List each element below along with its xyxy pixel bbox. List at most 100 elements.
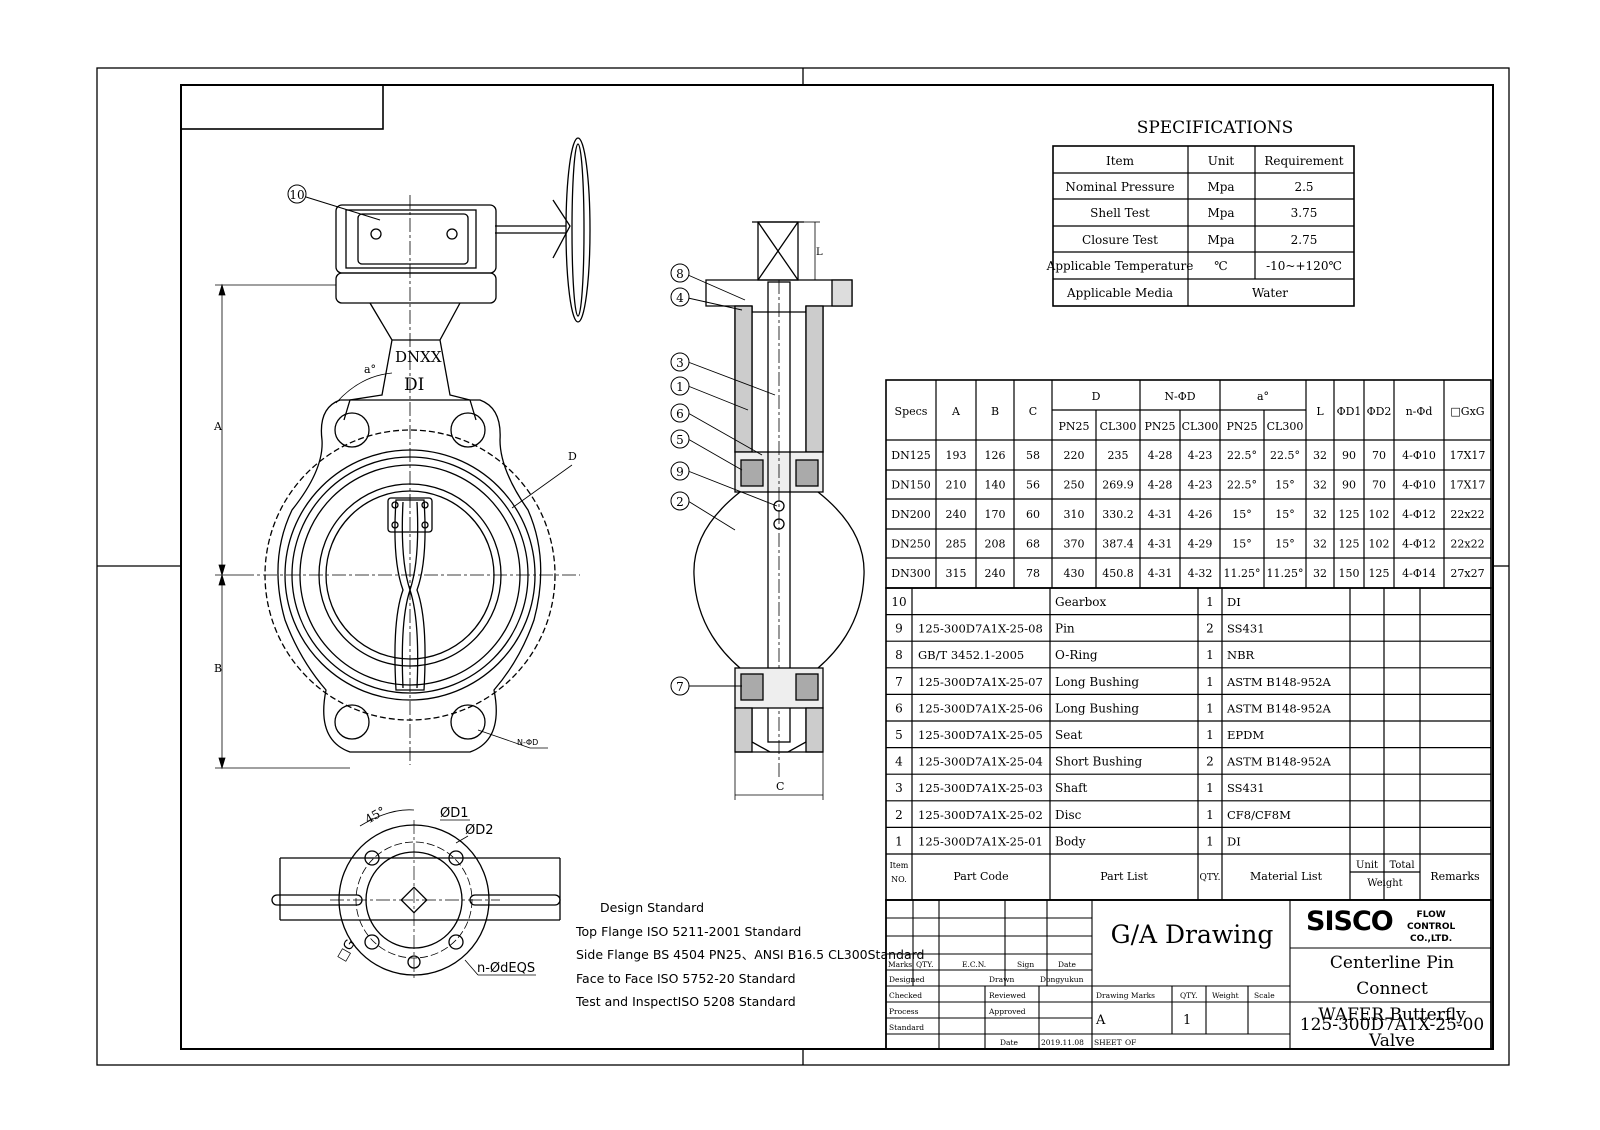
dim-cell-4-2: 240 xyxy=(985,567,1006,580)
tb-approved: Approved xyxy=(988,1007,1026,1016)
dim-cell-0-11: 90 xyxy=(1342,449,1356,462)
dim-cell-4-13: 4-Φ14 xyxy=(1402,567,1436,580)
bom-qty-6: 2 xyxy=(1206,755,1214,769)
dim-cell-0-4: 220 xyxy=(1064,449,1085,462)
spec-cell-1-2: 3.75 xyxy=(1291,206,1318,220)
dim-header-a-deg: a° xyxy=(1257,390,1269,403)
bom-item-0: 10 xyxy=(891,595,906,609)
bom-header-unit: Unit xyxy=(1356,860,1378,871)
bom-header-partlist: Part List xyxy=(1100,870,1148,883)
dim-header-n-phi-d: N-ΦD xyxy=(1164,390,1195,403)
tb-process: Process xyxy=(889,1007,919,1016)
label-n-odeqs: n-ØdEQS xyxy=(477,961,535,976)
spec-cell-4-1: Water xyxy=(1252,286,1288,300)
balloon-2: 2 xyxy=(676,495,684,509)
bom-partname-8: Disc xyxy=(1055,808,1082,822)
bom-header-weight: Weight xyxy=(1367,878,1402,889)
dim-subheader-1: CL300 xyxy=(1100,420,1137,433)
dim-cell-3-10: 32 xyxy=(1313,538,1327,551)
bom-material-6: ASTM B148-952A xyxy=(1226,755,1332,769)
bom-partcode-9: 125-300D7A1X-25-01 xyxy=(918,834,1043,848)
section-view xyxy=(687,221,865,800)
dim-header-c: C xyxy=(1029,405,1037,418)
dim-cell-3-5: 387.4 xyxy=(1102,538,1134,551)
title-block xyxy=(885,899,1492,1050)
bom-partname-6: Short Bushing xyxy=(1055,755,1143,769)
tb-drawn: Drawn xyxy=(989,975,1014,984)
tb-drawn-by: Dongyukun xyxy=(1040,975,1084,984)
dim-header-b: B xyxy=(991,405,999,418)
label-dim-c: C xyxy=(776,780,784,793)
dim-subheader-3: CL300 xyxy=(1182,420,1219,433)
design-standard-line-1: Top Flange ISO 5211-2001 Standard xyxy=(576,923,802,939)
spec-cell-3-1: ℃ xyxy=(1214,259,1227,273)
tb-marks: Marks xyxy=(888,960,912,969)
dim-cell-2-10: 32 xyxy=(1313,508,1327,521)
dim-cell-2-12: 102 xyxy=(1369,508,1390,521)
bom-item-7: 3 xyxy=(895,781,903,795)
dim-cell-0-6: 4-28 xyxy=(1148,449,1173,462)
specifications-title: SPECIFICATIONS xyxy=(1136,118,1294,138)
dim-cell-0-2: 126 xyxy=(985,449,1006,462)
dim-cell-1-13: 4-Φ10 xyxy=(1402,479,1436,492)
dim-cell-3-7: 4-29 xyxy=(1188,538,1213,551)
balloon-8: 8 xyxy=(676,267,684,281)
bom-qty-8: 1 xyxy=(1206,808,1214,822)
dim-cell-2-7: 4-26 xyxy=(1188,508,1213,521)
dim-cell-4-4: 430 xyxy=(1064,567,1085,580)
dim-subheader-5: CL300 xyxy=(1267,420,1304,433)
dim-header-specs: Specs xyxy=(895,405,928,418)
dim-cell-3-9: 15° xyxy=(1275,538,1295,551)
corner-box xyxy=(180,84,384,130)
dim-cell-2-11: 125 xyxy=(1339,508,1360,521)
bom-qty-1: 2 xyxy=(1206,622,1214,636)
tb-designed: Designed xyxy=(889,975,925,984)
tb-qty: QTY. xyxy=(916,960,934,969)
tb-reviewed: Reviewed xyxy=(989,991,1026,1000)
dim-cell-3-3: 68 xyxy=(1026,538,1040,551)
dim-cell-2-0: DN200 xyxy=(891,508,930,521)
dim-cell-2-14: 22x22 xyxy=(1450,508,1484,521)
bom-partname-0: Gearbox xyxy=(1055,595,1106,609)
bom-material-1: SS431 xyxy=(1227,622,1265,636)
dim-cell-3-1: 285 xyxy=(946,538,967,551)
design-standard-line-4: Test and InspectISO 5208 Standard xyxy=(576,994,796,1009)
dim-cell-3-6: 4-31 xyxy=(1148,538,1173,551)
label-dnxx: DNXX xyxy=(395,348,442,366)
spec-cell-2-1: Mpa xyxy=(1207,233,1234,247)
dim-cell-0-13: 4-Φ10 xyxy=(1402,449,1436,462)
bom-qty-4: 1 xyxy=(1206,701,1214,715)
dim-header-a: A xyxy=(951,405,961,418)
tb-of: OF xyxy=(1125,1038,1136,1047)
drawing-title: G/A Drawing xyxy=(1110,920,1274,949)
dim-cell-4-1: 315 xyxy=(946,567,967,580)
top-flange-view xyxy=(271,809,561,980)
dim-cell-4-12: 125 xyxy=(1369,567,1390,580)
bom-header-material: Material List xyxy=(1250,870,1323,883)
bom-header-remarks: Remarks xyxy=(1430,870,1480,883)
bom-qty-5: 1 xyxy=(1206,728,1214,742)
bom-qty-0: 1 xyxy=(1206,595,1214,609)
bom-partcode-6: 125-300D7A1X-25-04 xyxy=(918,755,1043,769)
dim-cell-4-10: 32 xyxy=(1313,567,1327,580)
dim-cell-4-5: 450.8 xyxy=(1102,567,1134,580)
label-dim-b: B xyxy=(214,662,222,675)
dim-cell-0-9: 22.5° xyxy=(1270,449,1300,462)
dim-subheader-0: PN25 xyxy=(1058,420,1089,433)
front-view xyxy=(215,137,591,770)
dim-cell-0-14: 17X17 xyxy=(1450,449,1486,462)
dim-cell-0-0: DN125 xyxy=(891,449,930,462)
bom-item-6: 4 xyxy=(895,755,903,769)
dim-cell-3-11: 125 xyxy=(1339,538,1360,551)
bom-item-9: 1 xyxy=(895,834,903,848)
tb-sheet: SHEET xyxy=(1094,1038,1122,1047)
label-dim-d: D xyxy=(568,450,577,463)
bom-material-8: CF8/CF8M xyxy=(1227,808,1291,822)
dim-cell-2-6: 4-31 xyxy=(1148,508,1173,521)
bom-header-item: Item xyxy=(890,861,909,870)
design-standard-title: Design Standard xyxy=(600,900,704,915)
label-n-phi-d: N-ΦD xyxy=(517,738,538,747)
dim-cell-1-11: 90 xyxy=(1342,479,1356,492)
bom-partname-4: Long Bushing xyxy=(1055,701,1139,715)
